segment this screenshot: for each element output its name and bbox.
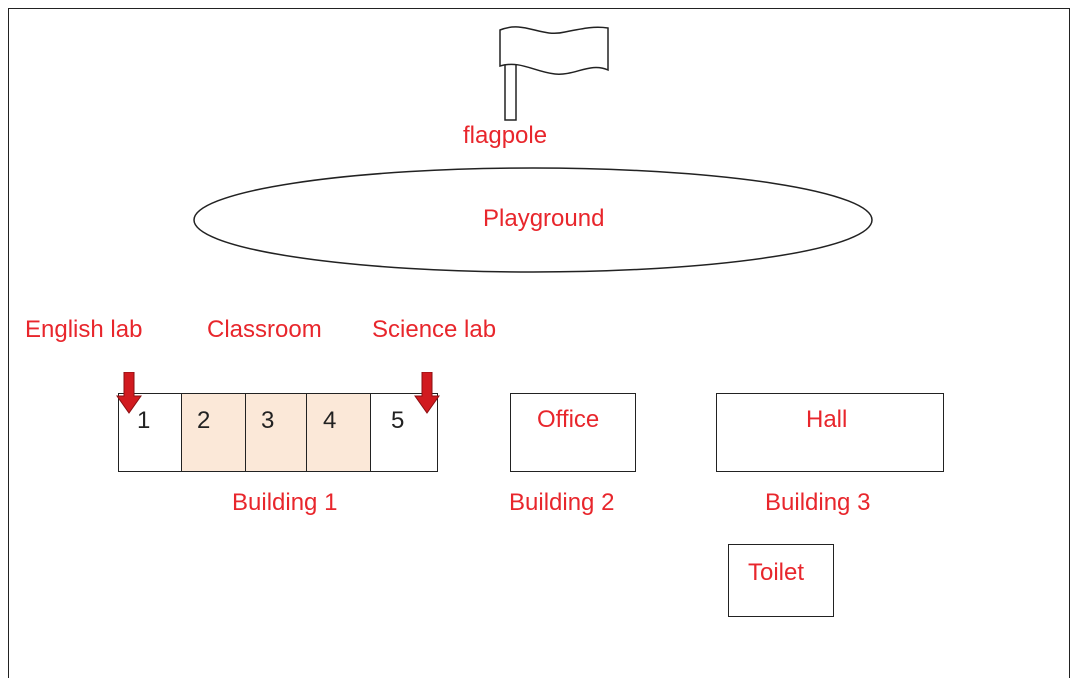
science-lab-label: Science lab [372,316,497,343]
classroom-label: Classroom [207,316,322,343]
hall-label: Hall [806,406,848,433]
flagpole-label: flagpole [463,122,548,149]
flag-icon [499,26,609,121]
building-3 [716,393,944,472]
room-3-number: 3 [261,407,275,434]
room-3 [245,393,307,472]
toilet [728,544,834,617]
building-1-label: Building 1 [232,489,338,516]
arrow-down-icon [414,372,440,414]
room-5-number: 5 [391,407,405,434]
room-1-number: 1 [137,407,151,434]
toilet-label: Toilet [748,559,805,586]
room-4 [306,393,371,472]
playground-ellipse [193,167,873,273]
arrow-down-icon [116,372,142,414]
english-lab-label: English lab [25,316,143,343]
room-5 [370,393,438,472]
building-2 [510,393,636,472]
room-2 [181,393,246,472]
office-label: Office [537,406,600,433]
building-2-label: Building 2 [509,489,615,516]
playground-label: Playground [483,205,605,232]
map-border [8,8,1070,678]
room-2-number: 2 [197,407,211,434]
building-3-label: Building 3 [765,489,871,516]
room-4-number: 4 [323,407,337,434]
